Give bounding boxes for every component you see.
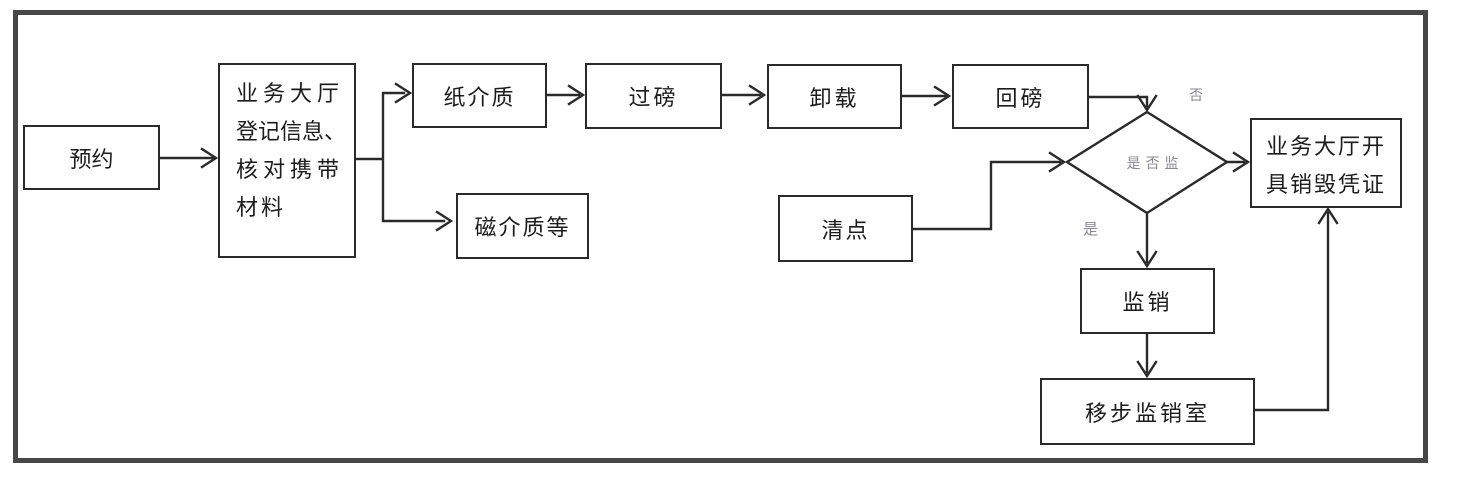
edge-supervise-to-room: [1136, 332, 1158, 379]
edge-decision-to-certificate: [1225, 151, 1251, 173]
node-weigh: 过磅: [585, 63, 722, 129]
node-unload: 卸载: [767, 64, 902, 129]
node-reserve-label: 预约: [69, 146, 114, 172]
node-room-label: 移步监销室: [1084, 400, 1210, 426]
node-unload-label: 卸载: [809, 85, 860, 111]
edge-paper-to-weigh: [545, 84, 586, 106]
node-hall-line-4: 材料: [236, 195, 287, 220]
edge-reweigh-to-decision: [1087, 94, 1158, 113]
node-reweigh: 回磅: [952, 64, 1089, 129]
node-paper-medium: 纸介质: [412, 63, 547, 128]
node-magnetic-medium: 磁介质等: [456, 193, 589, 259]
node-reweigh-label: 回磅: [995, 85, 1046, 111]
node-hall-line-3: 核对携带: [236, 157, 345, 182]
node-hall-line-2: 登记信息、: [236, 119, 347, 144]
decision-label: 是否监: [1126, 155, 1184, 171]
edge-label-no: 否: [1189, 87, 1203, 103]
node-cert-line-1: 业务大厅开: [1265, 134, 1386, 159]
node-weigh-label: 过磅: [628, 85, 679, 110]
node-magnetic-label: 磁介质等: [474, 215, 571, 240]
node-supervise-label: 监销: [1122, 290, 1173, 315]
node-paper-label: 纸介质: [443, 84, 516, 110]
edge-reserve-to-hall: [158, 147, 219, 169]
edge-decision-to-supervise: [1136, 211, 1158, 269]
edge-unload-to-reweigh: [900, 85, 952, 107]
edge-hall-branch: [354, 82, 454, 232]
node-destruction-certificate: 业务大厅开 具销毁凭证: [1250, 118, 1402, 208]
edge-count-to-decision: [911, 151, 1067, 231]
node-cert-line-2: 具销毁凭证: [1265, 172, 1386, 197]
edge-weigh-to-unload: [720, 84, 767, 106]
node-hall-register: 业务大厅 登记信息、 核对携带 材料: [218, 63, 356, 258]
edge-room-to-certificate: [1253, 206, 1339, 412]
node-reserve: 预约: [23, 125, 160, 190]
node-count-label: 清点: [821, 217, 870, 243]
node-hall-line-1: 业务大厅: [236, 81, 345, 106]
node-supervised-destruction: 监销: [1080, 268, 1215, 334]
node-supervision-room: 移步监销室: [1040, 378, 1255, 445]
edge-label-yes: 是: [1083, 221, 1099, 238]
node-count: 清点: [778, 195, 913, 262]
